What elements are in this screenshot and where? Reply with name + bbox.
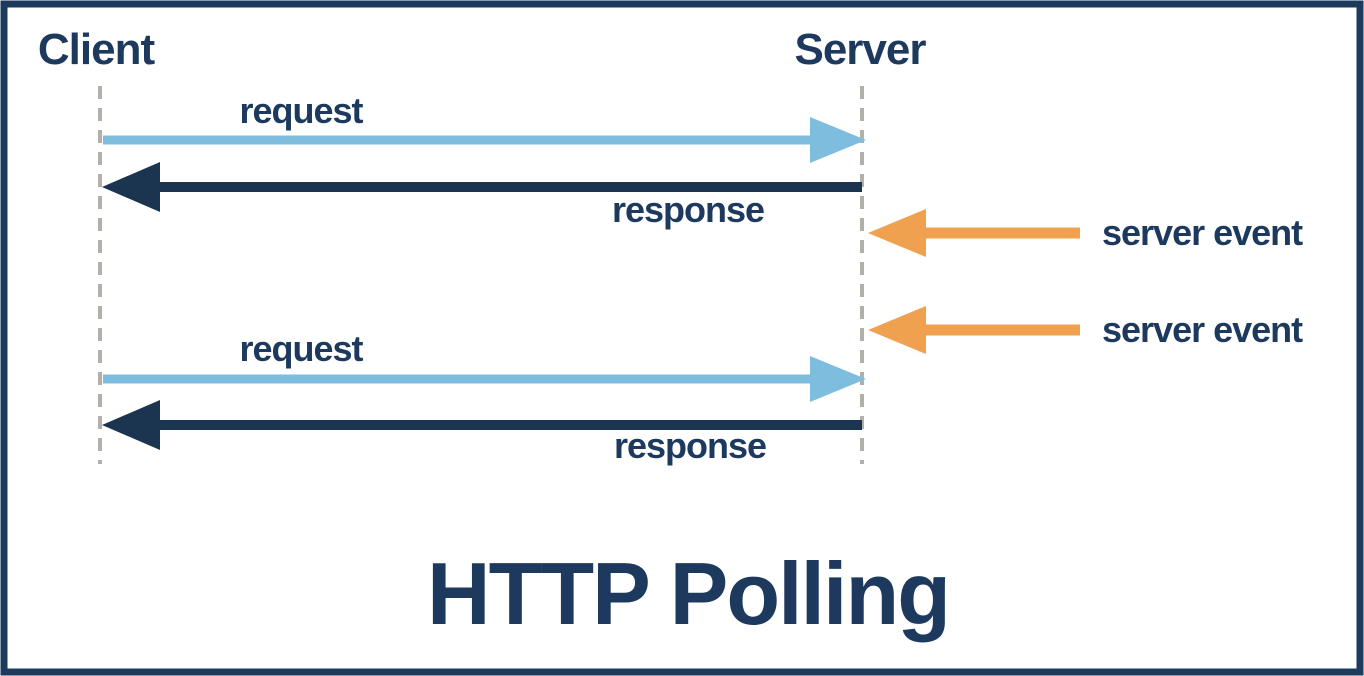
response-label-2: response: [614, 425, 766, 466]
request-label-1: request: [239, 90, 363, 131]
server-actor-label: Server: [794, 25, 926, 74]
server-event-arrowhead-icon: [868, 306, 926, 354]
request-arrowhead-icon: [810, 356, 866, 402]
response-label-1: response: [612, 189, 764, 230]
server-event-label-1: server event: [1102, 212, 1303, 253]
client-actor-label: Client: [38, 25, 156, 74]
request-label-2: request: [239, 328, 363, 369]
server-event-arrowhead-icon: [868, 209, 926, 257]
response-arrowhead-icon: [102, 162, 160, 212]
response-arrowhead-icon: [102, 400, 160, 450]
server-event-label-2: server event: [1102, 309, 1303, 350]
diagram-title: HTTP Polling: [427, 544, 949, 643]
request-arrowhead-icon: [810, 117, 866, 163]
